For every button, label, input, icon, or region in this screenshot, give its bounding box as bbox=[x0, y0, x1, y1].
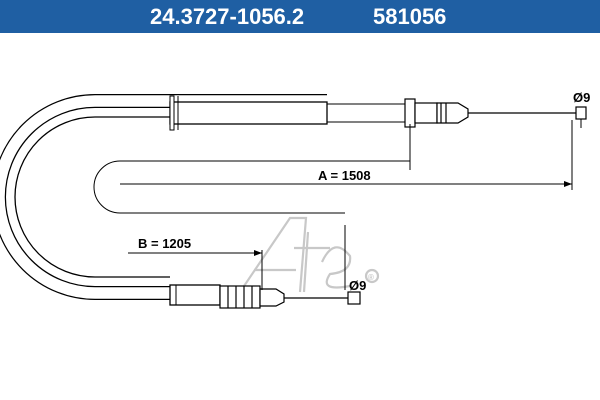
top-sheath-section bbox=[169, 95, 405, 131]
dimension-b-label: B = 1205 bbox=[138, 236, 191, 251]
dimension-a-label: A = 1508 bbox=[318, 168, 371, 183]
dimension-b: B = 1205 bbox=[128, 225, 346, 290]
header-bar: 24.3727-1056.2 581056 bbox=[0, 0, 600, 33]
part-number: 24.3727-1056.2 bbox=[150, 4, 305, 29]
watermark-text: Ate bbox=[262, 332, 269, 337]
top-inner-wire bbox=[468, 106, 587, 128]
registered-mark: ® bbox=[368, 273, 374, 282]
top-end-fitting bbox=[404, 98, 469, 128]
cable-sheath bbox=[0, 94, 410, 300]
diameter-top-label: Ø9 bbox=[573, 90, 590, 105]
reference-number: 581056 bbox=[373, 4, 447, 29]
bottom-sheath-section bbox=[169, 284, 221, 306]
bottom-end-fitting bbox=[219, 285, 285, 309]
diameter-bottom-label: Ø9 bbox=[349, 278, 366, 293]
ate-logo-watermark: ® Ate bbox=[239, 216, 380, 337]
dimension-a: A = 1508 bbox=[120, 120, 573, 190]
bottom-inner-wire bbox=[284, 291, 361, 305]
